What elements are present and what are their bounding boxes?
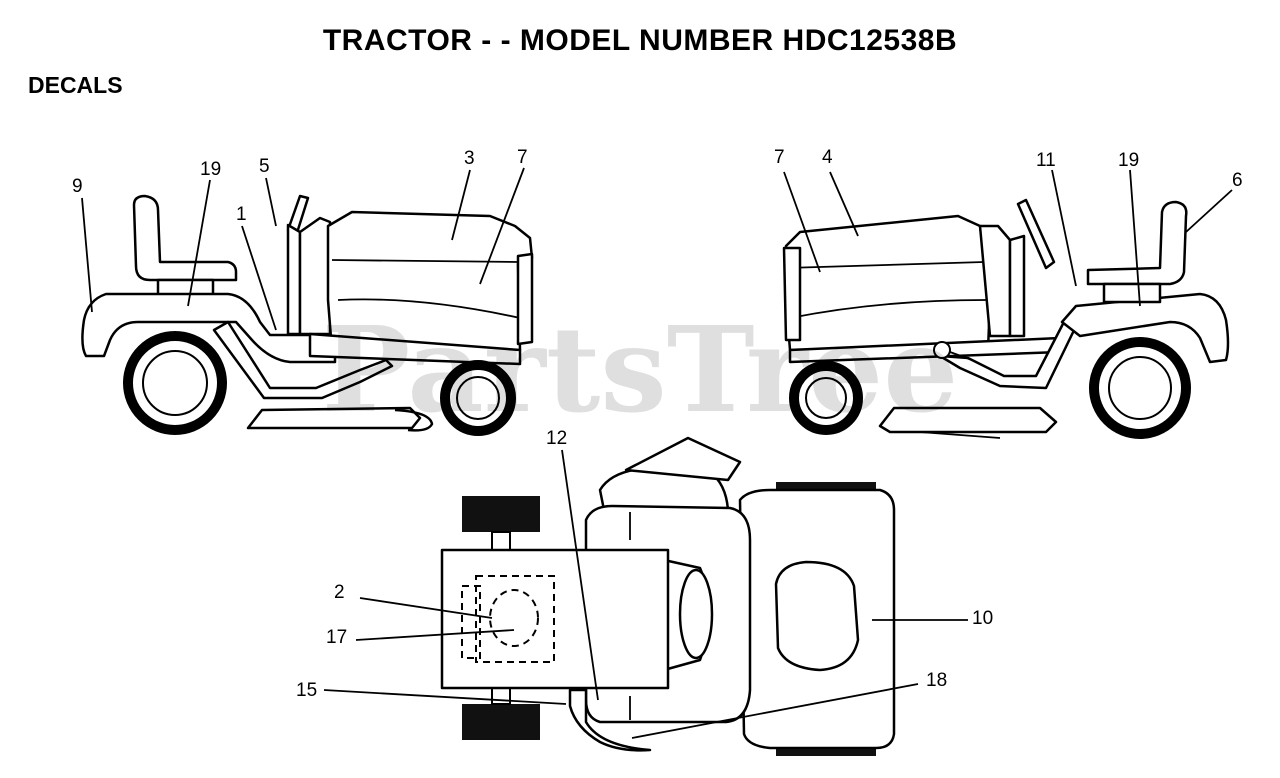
callout-label: 11 [1036,150,1056,171]
callout-label: 6 [1232,170,1243,191]
callout-label: 19 [200,159,221,180]
callout-label: 7 [774,147,785,168]
callout-label: 7 [517,147,528,168]
callout-label: 1 [236,204,247,225]
callout-label: 2 [334,582,345,603]
callout-label: 18 [926,670,947,691]
right-side-view: 7 4 11 19 6 [774,147,1243,439]
top-view: 12 2 17 10 15 18 [296,428,993,756]
callout-label: 19 [1118,150,1139,171]
callout-label: 9 [72,176,83,197]
page-title: TRACTOR - - MODEL NUMBER HDC12538B [322,24,958,57]
callout-label: 10 [972,608,993,629]
callout-label: 3 [464,148,475,169]
left-side-view: 9 19 5 1 3 7 [72,147,534,436]
callout-label: 4 [822,147,833,168]
callout-label: 17 [326,627,347,648]
callout-label: 15 [296,680,317,701]
callout-label: 12 [546,428,567,449]
callout-label: 5 [259,156,270,177]
section-label: DECALS [28,72,123,98]
